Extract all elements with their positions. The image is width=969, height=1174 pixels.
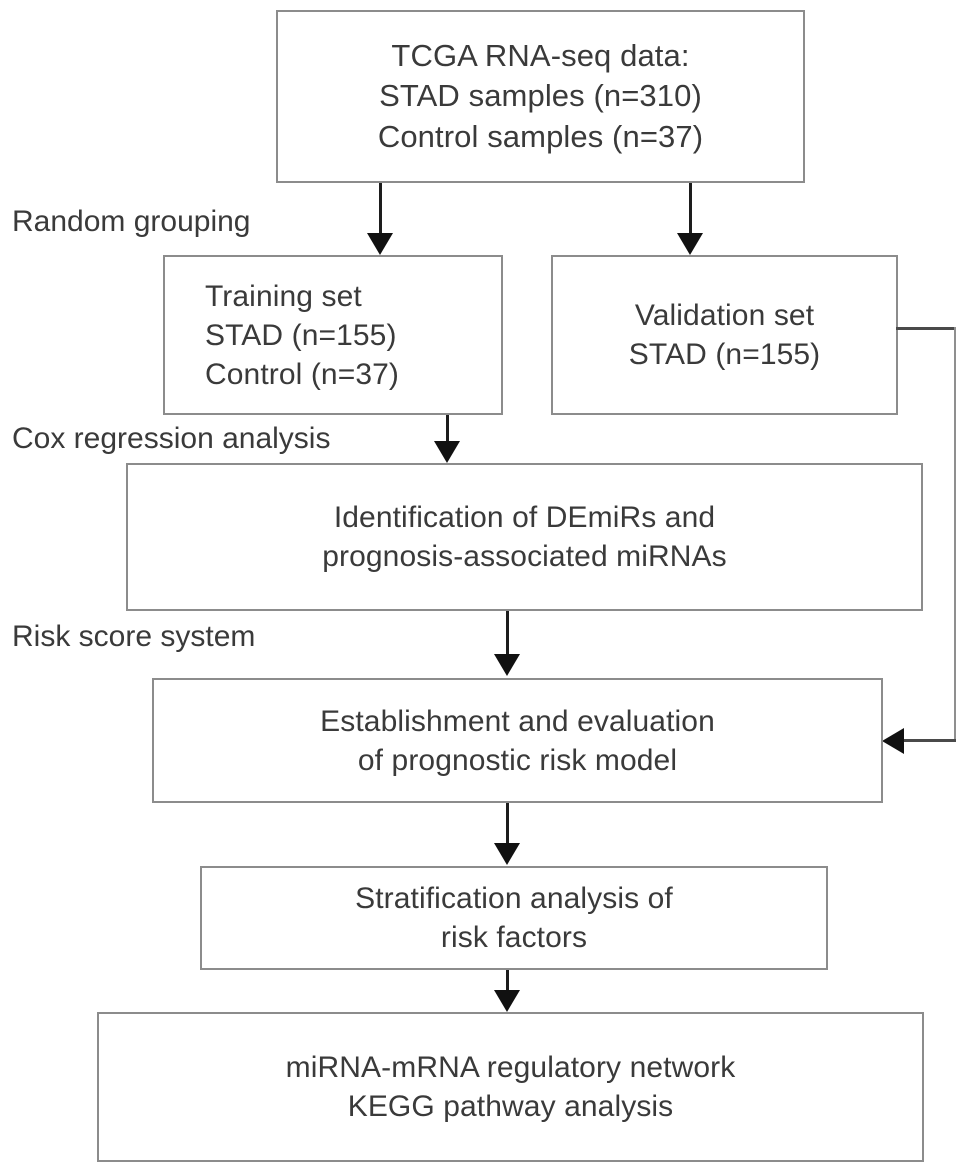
network-kegg-line-1: miRNA-mRNA regulatory network	[285, 1051, 736, 1084]
identification-line-1: Identification of DEmiRs and	[333, 501, 716, 534]
stratification-line-1: Stratification analysis of	[355, 882, 673, 915]
source-data-line-3: Control samples (n=37)	[377, 118, 704, 154]
edge-validation-to-riskmodel-arrowhead	[882, 728, 904, 754]
risk-model-line-1: Establishment and evaluation	[320, 704, 715, 738]
training-set-line-2: STAD (n=155)	[205, 318, 397, 352]
edge-validation-to-riskmodel-segment-vertical	[954, 327, 956, 741]
edge-stratification-to-network-arrowhead	[494, 990, 520, 1012]
node-risk-model: Establishment and evaluation of prognost…	[152, 678, 883, 803]
edge-identification-to-riskmodel-arrowhead	[494, 654, 520, 676]
training-set-line-1: Training set	[205, 279, 362, 313]
edge-source-to-validation-line	[689, 183, 692, 235]
edge-label-random-grouping: Random grouping	[12, 205, 251, 238]
edge-stratification-to-network-line	[506, 970, 509, 992]
source-data-line-1: TCGA RNA-seq data:	[391, 38, 690, 74]
edge-riskmodel-to-stratification-arrowhead	[494, 843, 520, 865]
edge-training-to-identification-line	[446, 415, 449, 445]
edge-validation-to-riskmodel-segment-top	[896, 327, 956, 330]
edge-riskmodel-to-stratification-line	[506, 803, 509, 845]
edge-source-to-training-line	[379, 183, 382, 235]
edge-label-risk-score-system: Risk score system	[12, 620, 256, 653]
edge-source-to-training-arrowhead	[367, 233, 393, 255]
edge-source-to-validation-arrowhead	[677, 233, 703, 255]
node-stratification: Stratification analysis of risk factors	[200, 866, 828, 970]
node-training-set: Training set STAD (n=155) Control (n=37)	[163, 255, 503, 415]
edge-label-cox-regression: Cox regression analysis	[12, 422, 331, 455]
node-validation-set: Validation set STAD (n=155)	[551, 255, 898, 415]
validation-set-line-1: Validation set	[634, 299, 815, 332]
validation-set-line-2: STAD (n=155)	[628, 338, 821, 371]
node-network-kegg: miRNA-mRNA regulatory network KEGG pathw…	[97, 1012, 924, 1162]
edge-training-to-identification-arrowhead	[434, 441, 460, 463]
node-source-data: TCGA RNA-seq data: STAD samples (n=310) …	[276, 10, 805, 183]
stratification-line-2: risk factors	[440, 921, 588, 954]
training-set-line-3: Control (n=37)	[205, 357, 399, 391]
edge-identification-to-riskmodel-line	[506, 611, 509, 657]
node-identification: Identification of DEmiRs and prognosis-a…	[126, 463, 923, 611]
risk-model-line-2: of prognostic risk model	[357, 743, 678, 777]
edge-validation-to-riskmodel-segment-bottom	[904, 739, 956, 742]
network-kegg-line-2: KEGG pathway analysis	[347, 1090, 674, 1123]
identification-line-2: prognosis-associated miRNAs	[322, 540, 727, 573]
source-data-line-2: STAD samples (n=310)	[379, 78, 702, 114]
